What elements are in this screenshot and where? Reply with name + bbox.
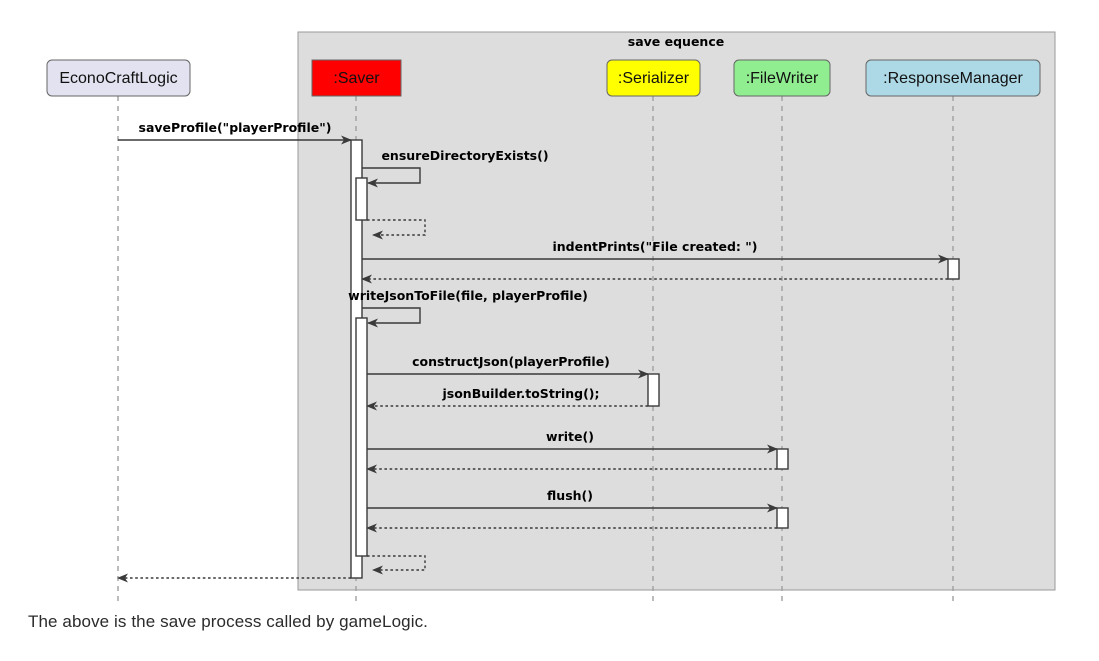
participant-box-serializer[interactable]: [606, 59, 701, 97]
participant-label-responsemanager: :ResponseManager: [883, 70, 1023, 87]
participant-box-filewriter[interactable]: [733, 59, 831, 97]
message-labels-layer: saveProfile("playerProfile") ensureDirect…: [139, 120, 758, 503]
diagram-frame-label: save equence: [628, 34, 724, 49]
message-jsonbuilder-tostring-return-label: jsonBuilder.toString();: [441, 386, 599, 401]
diagram-caption: The above is the save process called by …: [28, 612, 429, 631]
responsemanager-indentprints-activation: [947, 258, 960, 280]
message-writejsontofile: [362, 307, 421, 328]
message-indentprints-label: indentPrints("File created: "): [552, 239, 757, 254]
participant-label-serializer: :Serializer: [618, 70, 690, 87]
participant-box-responsemanager[interactable]: [865, 59, 1041, 97]
participant-label-econocraftlogic: EconoCraftLogic: [59, 70, 177, 87]
filewriter-write-activation: [776, 448, 789, 470]
message-writejsontofile-label: writeJsonToFile(file, playerProfile): [348, 288, 588, 303]
serializer-constructjson-activation: [647, 373, 660, 407]
message-ensuredirectoryexists-label: ensureDirectoryExists(): [381, 148, 548, 163]
participant-box-saver[interactable]: [311, 59, 402, 97]
message-ensuredirectoryexists-return: [367, 219, 426, 240]
participant-label-saver: :Saver: [333, 70, 380, 87]
saver-write-json-activation: [355, 317, 368, 557]
message-ensuredirectoryexists: [362, 167, 421, 188]
message-saveprofile-label: saveProfile("playerProfile"): [139, 120, 332, 135]
diagram-frame: save equence: [297, 31, 1056, 591]
messages-layer: [117, 135, 949, 583]
saver-ensure-directory-activation: [355, 177, 368, 221]
participant-label-filewriter: :FileWriter: [746, 70, 819, 87]
message-flush-label: flush(): [547, 488, 593, 503]
filewriter-flush-activation: [776, 507, 789, 529]
sequence-diagram: save equence EconoCraftLogic :Saver :Seria…: [46, 31, 1056, 601]
message-writejsontofile-return: [367, 555, 426, 575]
message-write-label: write(): [546, 429, 594, 444]
message-constructjson-label: constructJson(playerProfile): [412, 354, 610, 369]
sequence-diagram-canvas: save equence EconoCraftLogic :Saver :Seria…: [46, 31, 1056, 601]
diagram-frame-rect: [297, 31, 1056, 591]
participant-box-econocraftlogic[interactable]: [46, 59, 191, 97]
activations-layer: [350, 139, 960, 579]
participants-layer: EconoCraftLogic :Saver :Serializer :FileWri…: [46, 59, 1041, 97]
